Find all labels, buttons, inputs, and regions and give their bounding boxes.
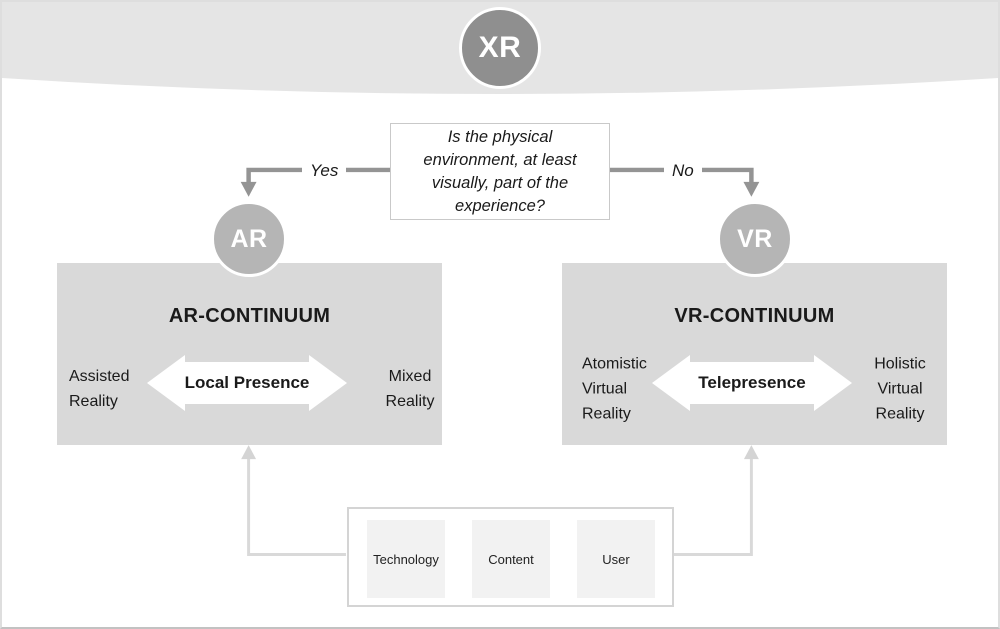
atomistic-virtual-reality-label: Atomistic Virtual Reality [582, 355, 647, 423]
xr-node: XR [459, 7, 541, 89]
foundation-item-technology: Technology [367, 520, 445, 598]
local-presence-label: Local Presence [184, 373, 310, 392]
foundation-to-vr-connector [670, 445, 759, 556]
double-arrow-icon [652, 355, 852, 411]
foundation-item-label: User [602, 551, 630, 567]
telepresence-label: Telepresence [698, 373, 806, 392]
mixed-reality-label: Mixed Reality [385, 368, 435, 410]
foundation-item-content: Content [472, 520, 550, 598]
assisted-reality-label: Assisted Reality [69, 368, 130, 410]
decision-question-box: Is the physical environment, at least vi… [390, 123, 610, 220]
holistic-virtual-reality-label: Holistic Virtual Reality [874, 355, 926, 423]
foundation-item-label: Technology [373, 551, 439, 567]
up-arrowhead-icon [241, 445, 257, 460]
decision-question-text: Is the physical environment, at least vi… [423, 127, 577, 215]
ar-node: AR [211, 201, 287, 277]
vr-node: VR [717, 201, 793, 277]
down-arrowhead-icon [240, 181, 257, 197]
foundation-item-user: User [577, 520, 655, 598]
vr-continuum-box: VR-CONTINUUM Atomistic Virtual Reality T… [562, 263, 947, 445]
foundation-box: Technology Content User [347, 507, 674, 607]
ar-continuum-box: AR-CONTINUUM Assisted Reality Local Pres… [57, 263, 442, 445]
up-arrowhead-icon [743, 445, 759, 460]
foundation-to-ar-connector [241, 445, 346, 556]
ar-continuum-title: AR-CONTINUUM [168, 305, 331, 327]
yes-branch-label: Yes [302, 160, 347, 182]
no-branch-label: No [664, 160, 702, 182]
vr-continuum-title: VR-CONTINUUM [674, 305, 835, 327]
foundation-item-label: Content [488, 551, 534, 567]
double-arrow-icon [147, 355, 347, 411]
down-arrowhead-icon [743, 181, 760, 197]
